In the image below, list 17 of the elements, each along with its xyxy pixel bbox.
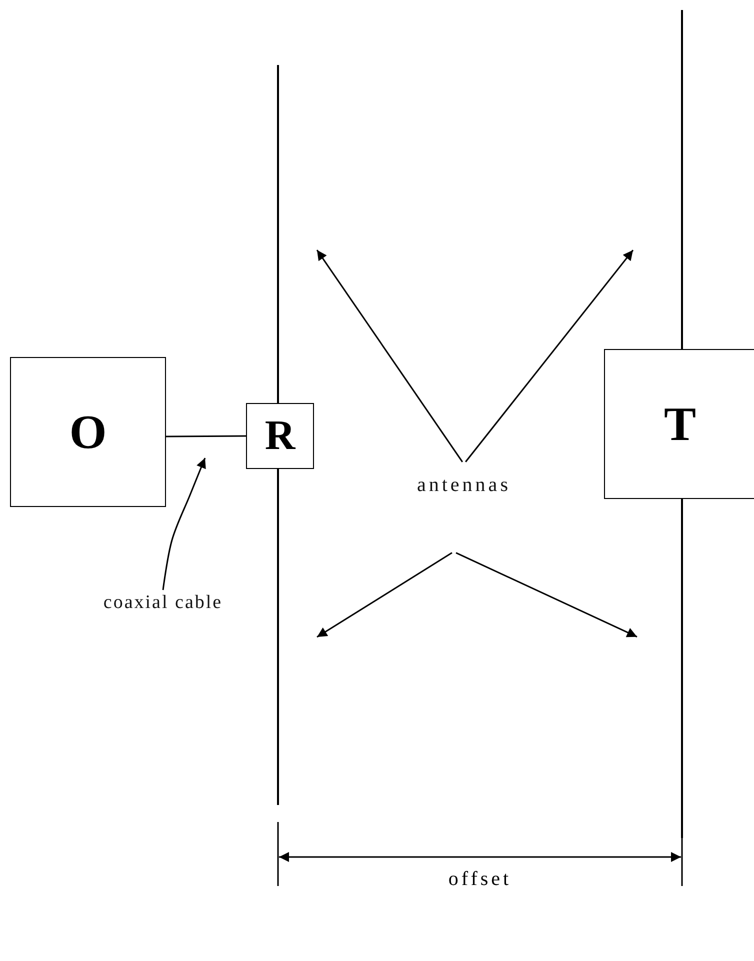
antenna-line [277,65,278,805]
oscillator-box [10,357,166,507]
box-letter: O [69,404,107,460]
leader-arrow [316,250,464,462]
box-letter: T [664,396,696,452]
cable-line [166,435,246,438]
receiver-box [246,403,314,469]
cable-label: coaxial cable [103,592,223,614]
antennas-label: antennas [417,474,511,496]
dimension-label: offset [447,868,513,891]
leader-arrow [465,250,634,462]
box-letter: R [264,412,296,460]
transmitter-box [604,349,754,499]
leader-arrow [316,552,452,638]
leader-arrow [456,552,638,638]
leader-arrow [162,458,206,590]
antenna-line [681,10,682,838]
